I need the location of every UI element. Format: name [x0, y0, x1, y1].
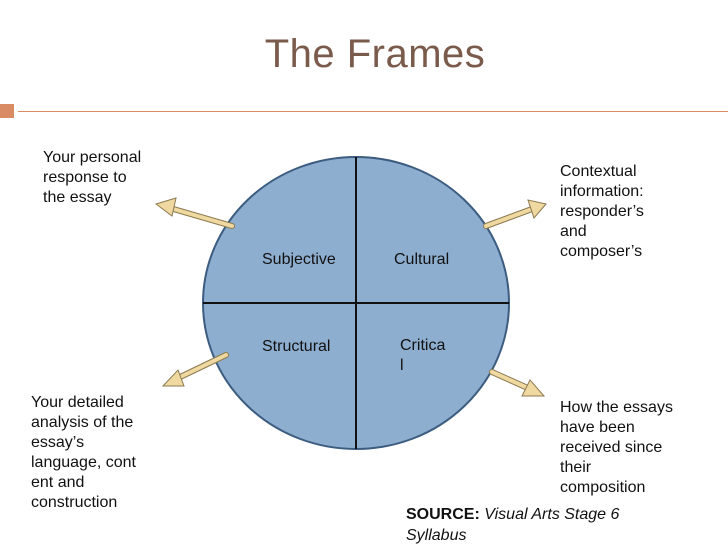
accent-square	[0, 104, 14, 118]
title-divider	[18, 111, 728, 112]
slide-title: The Frames	[264, 32, 486, 76]
note-bottom-left: Your detailed analysis of the essay’s la…	[31, 394, 136, 511]
arrow-top-left	[154, 197, 235, 229]
note-top-right: Contextual information: responder’s and …	[560, 163, 644, 260]
note-bottom-right: How the essays have been received since …	[560, 399, 673, 496]
arrow-bottom-right	[489, 369, 546, 397]
arrow-top-right	[483, 199, 547, 229]
source-citation: SOURCE: Visual Arts Stage 6 Syllabus	[406, 504, 619, 546]
source-text: Visual Arts Stage 6 Syllabus	[406, 506, 620, 544]
quadrant-subjective-label: Subjective	[262, 251, 336, 268]
quadrant-structural-label: Structural	[262, 338, 331, 355]
source-label: SOURCE:	[406, 506, 480, 523]
quadrant-cultural-label: Cultural	[394, 251, 450, 268]
arrow-bottom-left	[161, 352, 229, 387]
note-top-left: Your personal response to the essay	[43, 149, 142, 206]
quadrant-critical-label: Critica l	[400, 337, 446, 374]
